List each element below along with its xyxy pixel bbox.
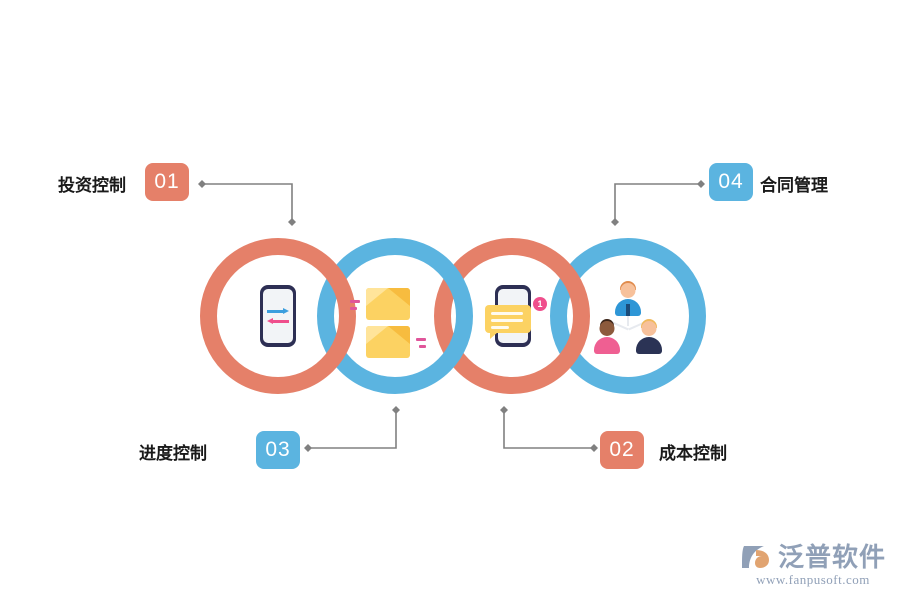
person-left-icon (592, 319, 622, 354)
arrow-left-icon (267, 317, 289, 325)
notification-badge: 1 (533, 297, 547, 311)
connector-03 (304, 406, 400, 452)
envelopes-icon (350, 288, 426, 358)
badge-02[interactable]: 02 (600, 431, 644, 469)
person-right-icon (634, 319, 664, 354)
chat-bubble-icon (485, 305, 531, 339)
badge-01[interactable]: 01 (145, 163, 189, 201)
connector-01 (198, 180, 296, 226)
badge-03[interactable]: 03 (256, 431, 300, 469)
watermark: 泛普软件 www.fanpusoft.com (740, 537, 886, 588)
person-top-icon (613, 281, 643, 316)
connector-04 (611, 180, 705, 226)
caption-investment-control: 投资控制 (58, 176, 126, 196)
fanpu-logo-icon (741, 545, 769, 568)
badge-04[interactable]: 04 (709, 163, 753, 201)
caption-cost-control: 成本控制 (659, 444, 727, 464)
caption-schedule-control: 进度控制 (139, 444, 207, 464)
phone-chat-notification-icon: 1 (485, 285, 547, 347)
envelope-icon-2 (366, 326, 410, 358)
phone-transfer-arrows-icon (260, 285, 296, 347)
watermark-brand: 泛普软件 (777, 543, 886, 573)
caption-contract-management: 合同管理 (760, 176, 828, 196)
connector-02 (500, 406, 598, 452)
envelope-icon-1 (366, 288, 410, 320)
watermark-url: www.fanpusoft.com (756, 572, 870, 587)
team-org-chart-icon (590, 281, 666, 356)
arrow-right-icon (267, 307, 289, 315)
